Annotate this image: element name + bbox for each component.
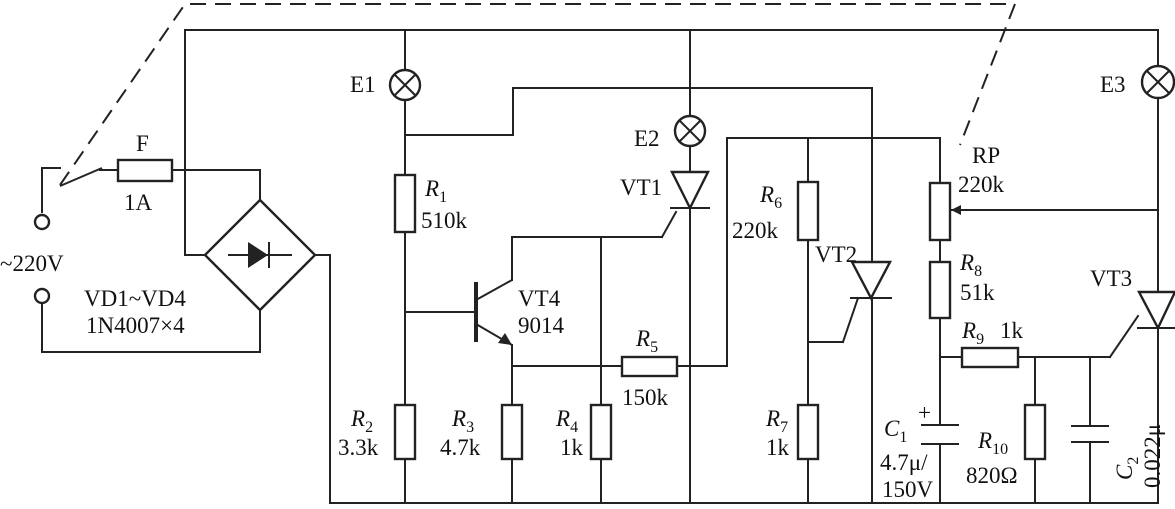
thyristor-vt1 (670, 170, 710, 211)
r6-value-label: 220k (732, 218, 779, 243)
resistor-r4 (589, 403, 613, 461)
r8-label: R8 (959, 250, 982, 280)
r10-value-label: 820Ω (966, 463, 1018, 488)
fuse-label: F (136, 131, 149, 156)
resistor-r7 (796, 403, 820, 461)
r6-label: R6 (759, 182, 782, 212)
resistor-r8 (928, 260, 952, 320)
resistor-r6 (796, 180, 820, 242)
capacitor-c2 (1071, 425, 1109, 443)
vt4-part-label: 9014 (518, 313, 565, 338)
vt3-label: VT3 (1090, 266, 1132, 291)
vt4-label: VT4 (518, 286, 561, 311)
ganged-switch-link (59, 3, 1017, 186)
bridge-part-label: 1N4007×4 (86, 313, 185, 338)
c2-label: C2 (1112, 457, 1142, 480)
ac-input-terminals (33, 213, 51, 305)
r2-label: R2 (350, 406, 373, 436)
thyristor-vt3 (1137, 290, 1175, 331)
r9-label: R9 (961, 318, 984, 348)
e2-label: E2 (634, 126, 660, 151)
potentiometer-rp (928, 181, 962, 242)
r2-value-label: 3.3k (338, 435, 379, 460)
r4-label: R4 (555, 406, 578, 436)
vt1-label: VT1 (620, 175, 662, 200)
r1-label: R1 (424, 176, 447, 206)
r3-label: R3 (451, 406, 474, 436)
resistor-r3 (500, 403, 524, 461)
resistor-r2 (393, 403, 417, 461)
rp-label: RP (972, 143, 1000, 168)
resistor-r1 (393, 173, 417, 234)
e1-label: E1 (350, 72, 376, 97)
fuse-rating-label: 1A (124, 190, 153, 215)
bridge-rectifier (203, 198, 317, 312)
r1-value-label: 510k (421, 208, 468, 233)
lamp-e1 (388, 68, 422, 102)
r5-label: R5 (635, 326, 658, 356)
vt2-label: VT2 (815, 242, 857, 267)
r4-value-label: 1k (560, 435, 584, 460)
thyristor-vt2 (850, 260, 892, 301)
power-switch (59, 167, 103, 187)
c1-voltage-label: 150V (882, 477, 934, 502)
lamp-e2 (673, 114, 707, 148)
rp-value-label: 220k (958, 172, 1005, 197)
resistor-r9 (960, 346, 1020, 369)
r9-value-label: 1k (1000, 318, 1024, 343)
e3-label: E3 (1100, 72, 1126, 97)
r8-value-label: 51k (960, 280, 995, 305)
r7-value-label: 1k (766, 435, 790, 460)
bridge-name-label: VD1~VD4 (84, 286, 186, 311)
capacitor-c1 (921, 424, 959, 445)
resistor-r5 (620, 355, 679, 378)
wiring (41, 29, 1159, 504)
fuse-f (116, 158, 174, 183)
lamp-e3 (1140, 64, 1175, 100)
r5-value-label: 150k (622, 385, 669, 410)
r7-label: R7 (765, 406, 788, 436)
supply-voltage-label: ~220V (0, 251, 64, 276)
c2-value-label: 0.022μ (1140, 424, 1165, 488)
r3-value-label: 4.7k (440, 435, 481, 460)
resistor-r10 (1023, 403, 1047, 461)
transistor-vt4 (474, 279, 513, 346)
c1-plus-label: + (918, 400, 931, 425)
r10-label: R10 (977, 428, 1008, 458)
c1-value-label: 4.7μ/ (880, 450, 928, 475)
c1-label: C1 (884, 416, 907, 446)
